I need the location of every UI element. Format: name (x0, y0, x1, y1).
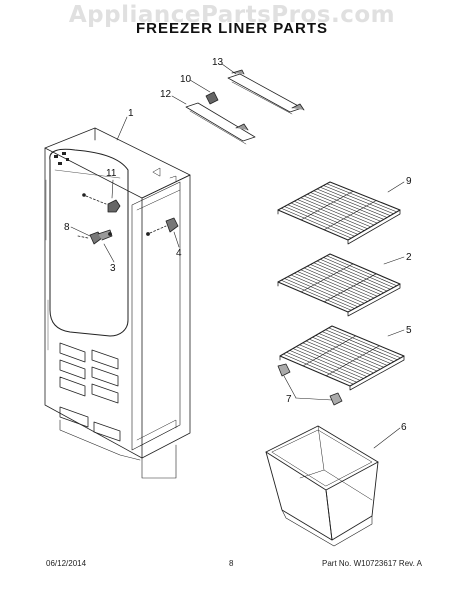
wire-shelf-2 (277, 253, 401, 317)
page-title: FREEZER LINER PARTS (135, 20, 329, 37)
light-socket (77, 229, 113, 245)
callout-1: 1 (128, 108, 134, 119)
callout-9: 9 (406, 176, 412, 187)
wire-shelf-5 (279, 325, 405, 391)
callout-12: 12 (160, 89, 172, 100)
watermark: AppliancePartsPros.com (68, 2, 396, 28)
footer-page-number: 8 (229, 559, 234, 568)
callout-7: 7 (286, 394, 292, 405)
callout-2: 2 (406, 252, 412, 263)
callout-10: 10 (180, 74, 192, 85)
footer-date: 06/12/2014 (46, 559, 87, 568)
freezer-bin (265, 425, 379, 547)
callout-13: 13 (212, 57, 224, 68)
shelf-rail-12 (185, 91, 256, 145)
shelf-clip-left (277, 363, 291, 377)
callout-11: 11 (106, 168, 117, 179)
shelf-bracket-right (146, 217, 179, 236)
shelf-support-bracket (82, 193, 121, 213)
callout-3: 3 (110, 263, 116, 274)
callout-5: 5 (406, 325, 412, 336)
callout-4: 4 (176, 248, 182, 259)
shelf-clip-right (329, 392, 343, 406)
wire-shelf-9 (277, 181, 401, 245)
footer-part-number: Part No. W10723617 Rev. A (322, 559, 422, 568)
freezer-liner (44, 127, 191, 479)
callout-8: 8 (64, 222, 70, 233)
leader-lines (70, 63, 405, 449)
wire-shelves (277, 181, 405, 391)
shelf-rail-13 (227, 69, 305, 115)
callout-labels: 1 2 3 4 5 6 7 8 9 10 11 12 13 (64, 57, 412, 433)
callout-6: 6 (401, 422, 407, 433)
